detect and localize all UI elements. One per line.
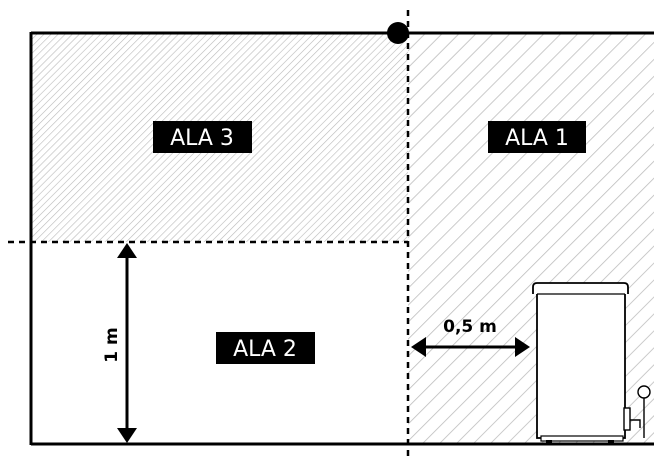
height-dimension-arrow: [117, 243, 137, 443]
corner-marker-icon: [387, 22, 409, 44]
distance-dimension-label: 0,5 m: [443, 317, 497, 337]
zone-2-label: ALA 2: [216, 332, 315, 364]
zone-1-label: ALA 1: [488, 121, 586, 153]
distance-dimension-arrow: [411, 337, 530, 357]
zone-2-label-text: ALA 2: [233, 337, 297, 362]
zone-3-label-text: ALA 3: [170, 126, 234, 151]
sauna-heater-icon: [532, 282, 651, 444]
zone-3-label: ALA 3: [153, 121, 252, 153]
zone-1-label-text: ALA 1: [505, 126, 569, 151]
height-dimension-label: 1 m: [102, 327, 122, 362]
